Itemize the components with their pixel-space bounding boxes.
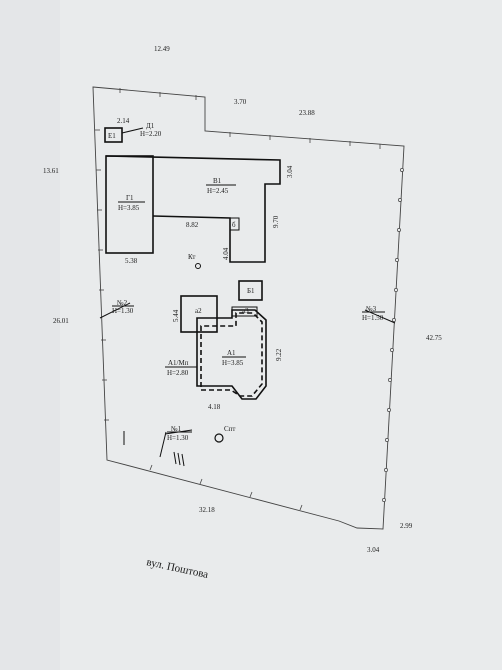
a2-code: а2 (195, 307, 202, 315)
kt-well (195, 263, 201, 269)
dim-left-upper: 13.61 (43, 167, 59, 175)
d1-code: Д1 (146, 122, 155, 130)
fence-3-code: №3 (366, 305, 377, 313)
shed-b (229, 217, 240, 231)
building-e1-code: Е1 (108, 132, 116, 140)
a1-code: А1 (227, 349, 236, 357)
dim-right: 42.75 (426, 334, 442, 342)
house-a1-mansard (200, 312, 263, 397)
fence-2-code: №2 (117, 299, 128, 307)
fence-2-height: Н=1.30 (112, 307, 134, 315)
a1m-height: Н=2.80 (167, 369, 189, 377)
dim-bottom-right-a: 2.99 (400, 522, 413, 530)
fence-1-height: Н=1.30 (167, 434, 189, 442)
gate (123, 431, 185, 467)
fence-3-height: Н=1.50 (362, 314, 384, 322)
boundary-markers (95, 88, 381, 511)
g1-width: 5.38 (125, 257, 138, 265)
b1-depth: 9.70 (272, 215, 280, 228)
shed-b-code: б (232, 221, 236, 229)
dim-bottom: 32.18 (199, 506, 215, 514)
dim-bottom-right-b: 3.04 (367, 546, 380, 554)
b1-inner: 8.82 (186, 221, 199, 229)
b1-side: 3.04 (286, 165, 294, 178)
kt-code: Кт (188, 253, 195, 261)
building-g1 (105, 155, 154, 254)
dim-left-lower: 26.01 (53, 317, 69, 325)
annex-a2 (180, 295, 218, 333)
building-e1 (104, 127, 123, 143)
annex-a3 (231, 306, 258, 317)
a1-depth: 9.22 (275, 348, 283, 361)
a3-code: а3 (242, 307, 249, 315)
a1m-side: 5.44 (172, 309, 180, 322)
septic-tank (214, 433, 224, 443)
a1m-code: А1/Мп (168, 359, 189, 367)
g1-code: Г1 (126, 194, 134, 202)
building-b1-small (238, 280, 263, 301)
b1-neck: 4.04 (222, 247, 230, 260)
d1-width: 2.14 (117, 117, 130, 125)
a1-height: Н=3.85 (222, 359, 244, 367)
g1-height: Н=3.85 (118, 204, 140, 212)
dim-top-right: 23.88 (299, 109, 315, 117)
a1-width: 4.18 (208, 403, 221, 411)
fence-1-code: №1 (171, 425, 182, 433)
dim-top: 12.49 (154, 45, 170, 53)
b1-height: Н=2.45 (207, 187, 229, 195)
septic-code: Спт (224, 425, 235, 433)
boundary-posts (382, 168, 404, 502)
d1-height: Н=2.20 (140, 130, 162, 138)
plot-boundary (92, 86, 405, 530)
dim-top-middle: 3.70 (234, 98, 247, 106)
b1-code: В1 (213, 177, 222, 185)
b1-small-code: Б1 (247, 287, 255, 295)
